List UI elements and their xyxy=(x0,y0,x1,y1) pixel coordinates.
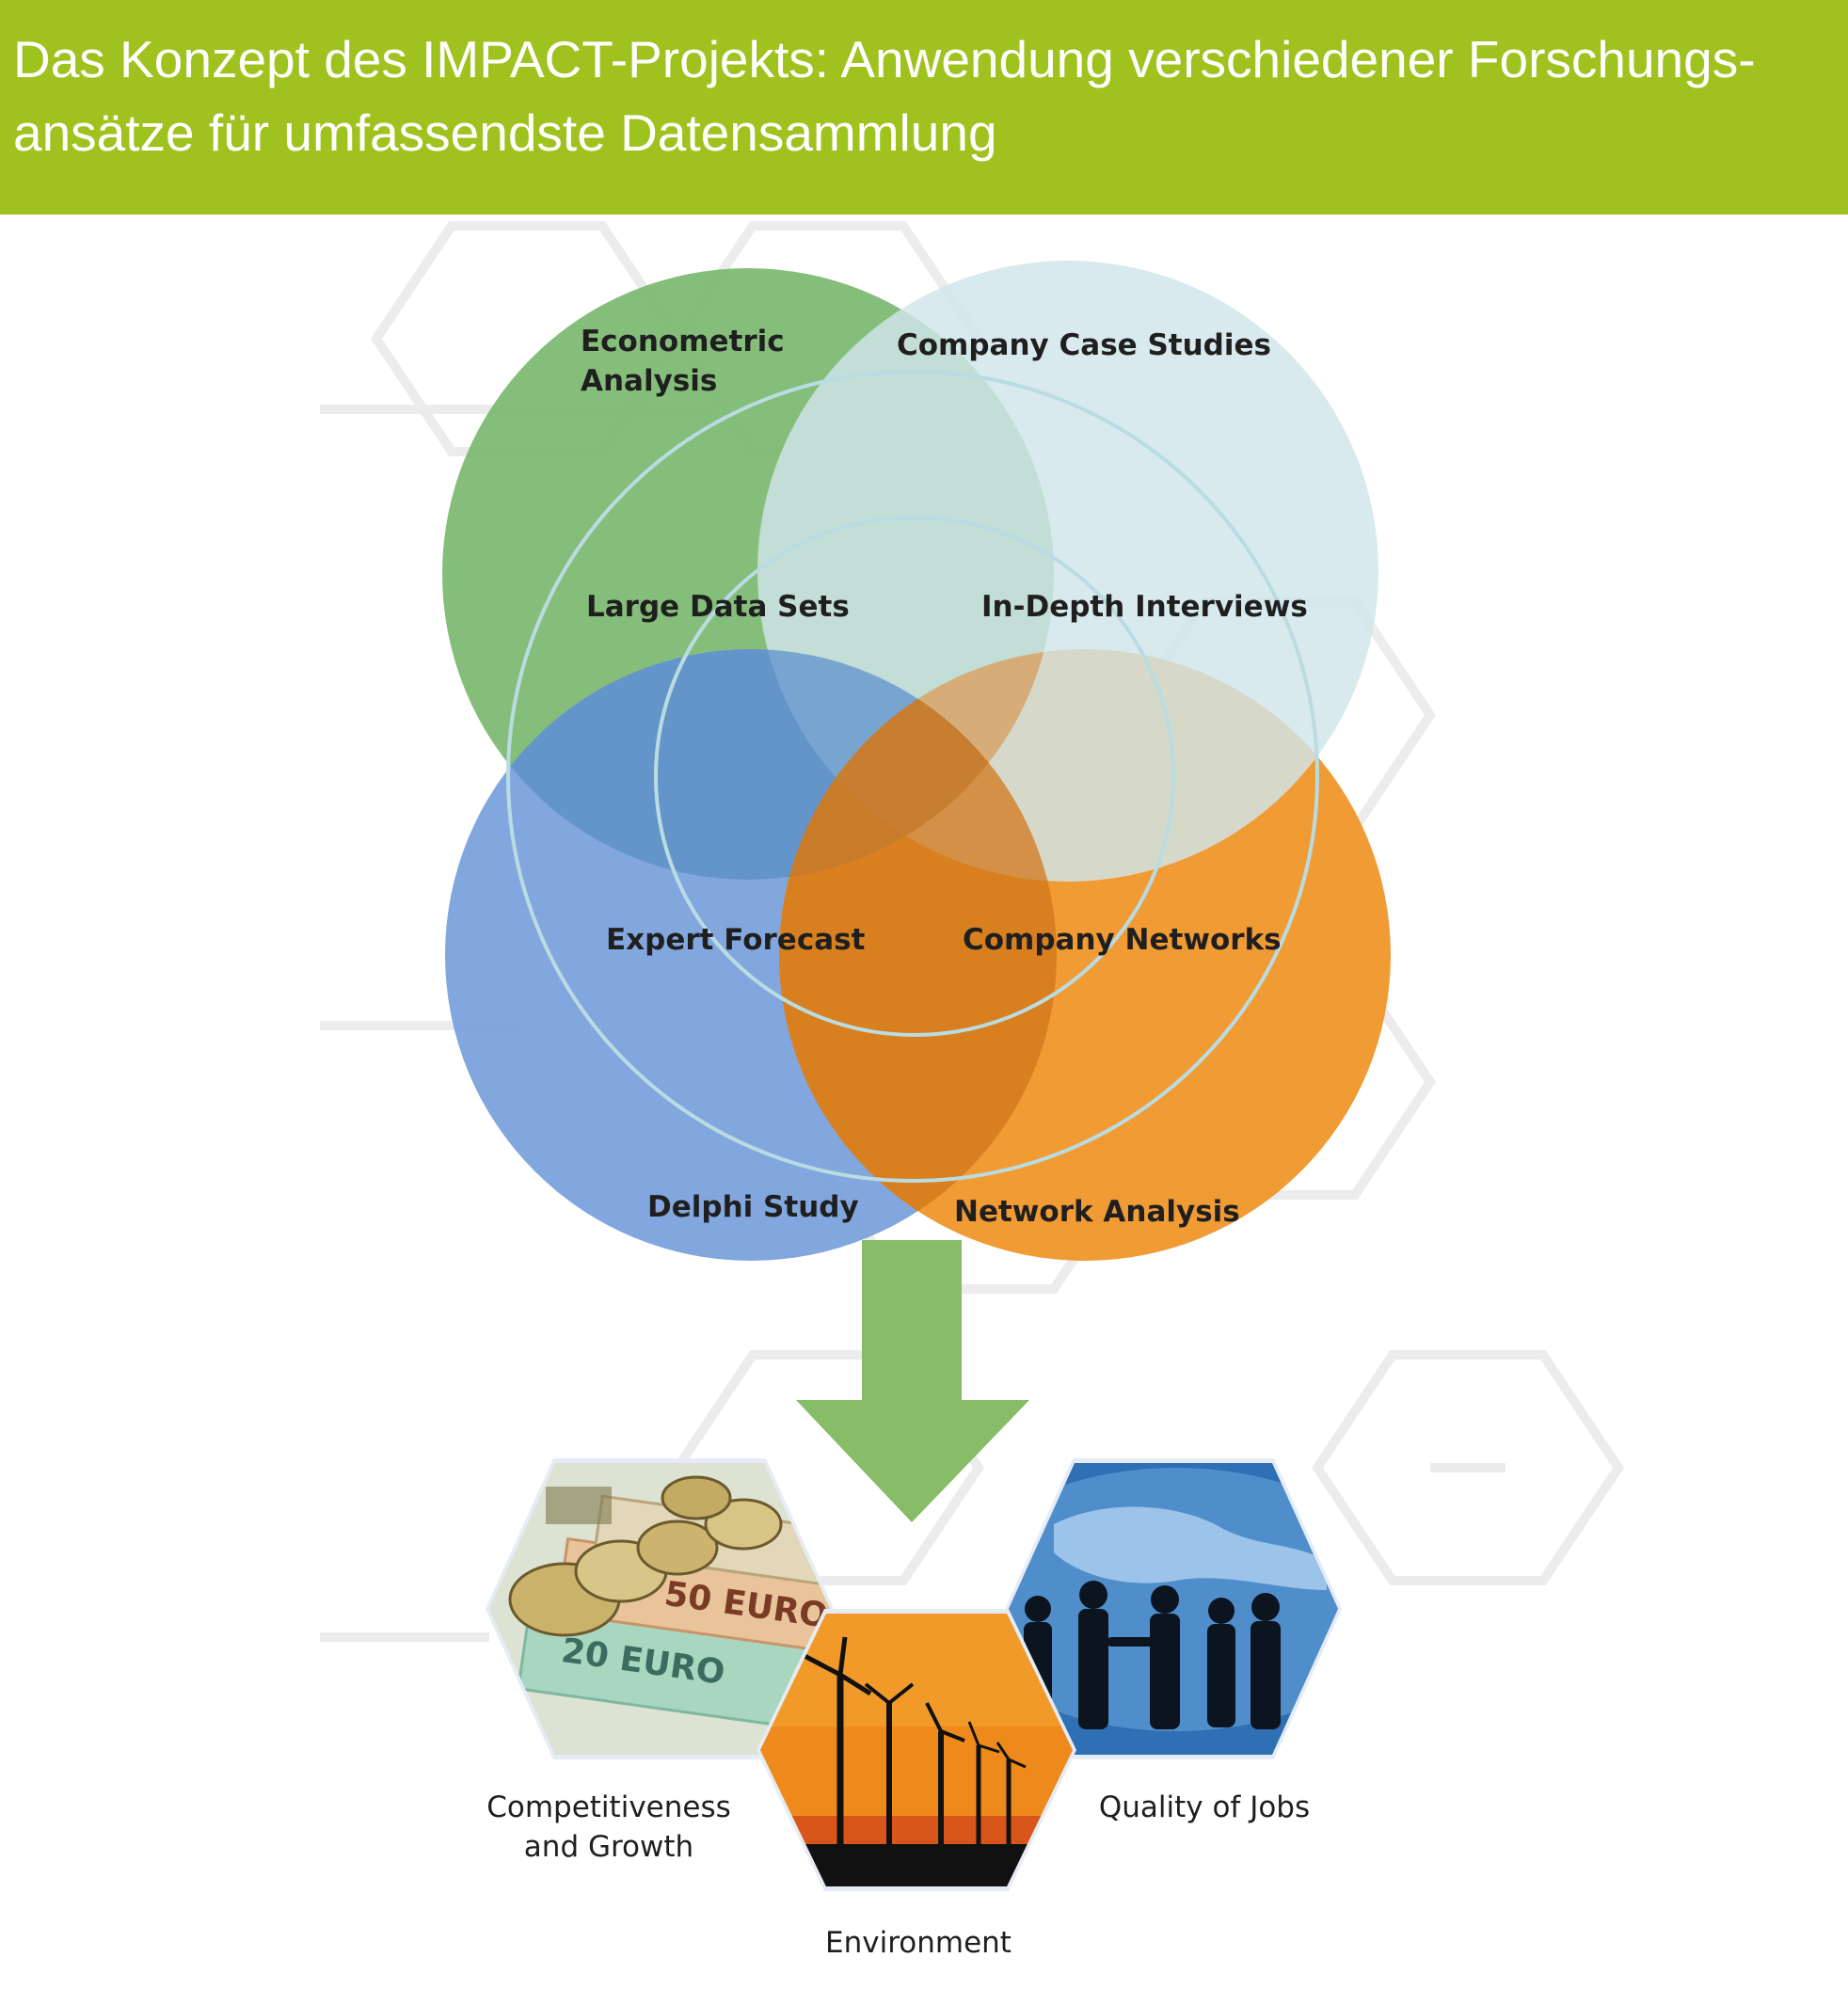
in-depth-interviews-label: In-Depth Interviews xyxy=(981,590,1308,624)
competitiveness-label-line2: and Growth xyxy=(523,1830,694,1864)
blue-orange-overlap xyxy=(779,649,1057,1261)
quality-of-jobs-label: Quality of Jobs xyxy=(1098,1790,1311,1824)
network-analysis-label: Network Analysis xyxy=(954,1195,1240,1229)
wind-turbines-photo-icon xyxy=(760,1614,1073,1886)
environment-label: Environment xyxy=(825,1926,1012,1960)
arrow-down-icon xyxy=(796,1240,1029,1522)
company-case-studies-label: Company Case Studies xyxy=(897,328,1271,362)
company-networks-label: Company Networks xyxy=(963,923,1282,957)
expert-forecast-label: Expert Forecast xyxy=(606,923,866,957)
large-data-sets-label: Large Data Sets xyxy=(586,590,850,624)
inner-ring xyxy=(654,516,1175,1037)
quality-of-jobs-hexagon xyxy=(1005,1458,1342,1759)
delphi-study-label: Delphi Study xyxy=(647,1190,859,1224)
competitiveness-hexagon: 20 EURO 50 EURO xyxy=(486,1458,834,1759)
title-banner: Das Konzept des IMPACT-Projekts: Anwendu… xyxy=(0,0,1848,215)
business-people-globe-photo-icon xyxy=(1009,1463,1338,1755)
econometric-analysis-label-line1: Econometric xyxy=(581,325,785,358)
euro-money-photo-icon: 20 EURO 50 EURO xyxy=(489,1463,830,1755)
environment-hexagon xyxy=(757,1609,1076,1891)
outer-ring xyxy=(506,370,1319,1183)
title-line-1: Das Konzept des IMPACT-Projekts: Anwendu… xyxy=(13,30,1756,88)
competitiveness-label-line1: Competitiveness xyxy=(486,1790,731,1824)
title-line-2: ansätze für umfassendste Datensammlung xyxy=(13,103,997,162)
econometric-analysis-label-line2: Analysis xyxy=(581,364,718,398)
